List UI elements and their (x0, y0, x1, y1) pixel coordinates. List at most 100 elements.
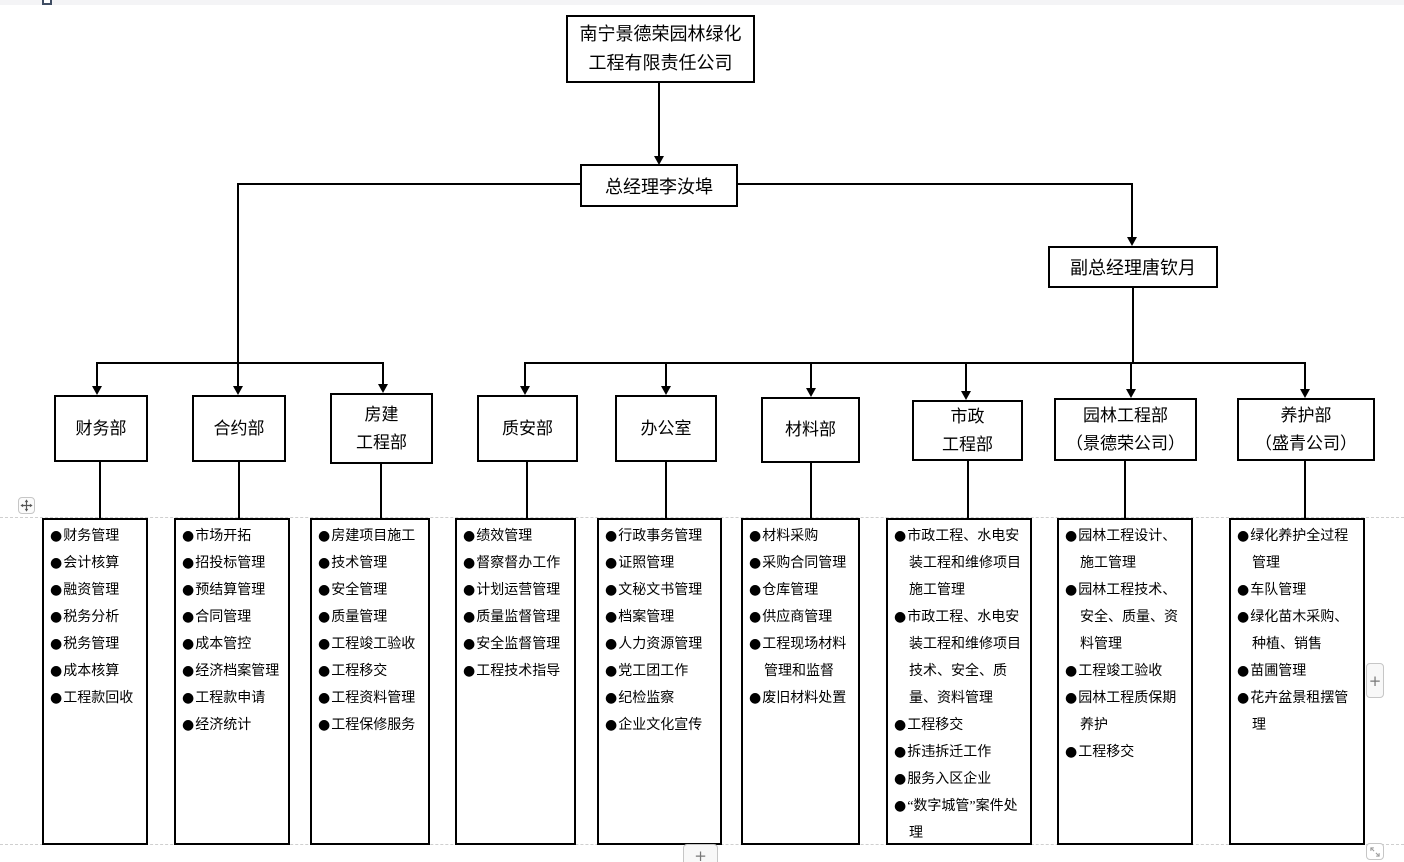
duty-text: 企业文化宣传 (618, 718, 703, 733)
bullet-icon: ● (1237, 690, 1250, 706)
duty-text: 督察督办工作 (476, 556, 561, 571)
connector-line (967, 461, 969, 519)
add-shape-bottom-button[interactable]: + (683, 844, 718, 862)
duty-text: 仓库管理 (762, 583, 819, 598)
connector-line (665, 362, 667, 388)
connector-line (238, 183, 580, 185)
company-node[interactable]: 南宁景德荣园林绿化 工程有限责任公司 (566, 15, 755, 83)
duty-list-municipal-engineering[interactable]: ●市政工程、水电安装工程和维修项目施工管理●市政工程、水电安装工程和维修项目技术… (886, 518, 1032, 845)
duty-list-materials[interactable]: ●材料采购●采购合同管理●仓库管理●供应商管理●工程现场材料管理和监督●废旧材料… (741, 518, 860, 845)
dept-node-maintenance[interactable]: 养护部 （盛青公司） (1237, 398, 1375, 461)
duty-list-housing-engineering[interactable]: ●房建项目施工●技术管理●安全管理●质量管理●工程竣工验收●工程移交●工程资料管… (310, 518, 430, 845)
duty-text: 工程技术指导 (476, 664, 561, 679)
duty-item: ●采购合同管理 (749, 550, 856, 577)
general-manager-node[interactable]: 总经理李汝埠 (580, 164, 738, 207)
resize-handle-button[interactable] (1366, 843, 1384, 860)
connector-line (237, 183, 239, 388)
duty-text: 车队管理 (1250, 583, 1307, 598)
duty-item: ●纪检监察 (605, 685, 718, 712)
bullet-icon: ● (463, 636, 476, 652)
duty-text: 绿化养护全过程管理 (1250, 529, 1349, 571)
dept-name: 房建 工程部 (356, 404, 407, 452)
duty-list-landscape-engineering[interactable]: ●园林工程设计、施工管理●园林工程技术、安全、质量、资料管理●工程竣工验收●园林… (1057, 518, 1193, 845)
duty-text: 会计核算 (63, 556, 120, 571)
bullet-icon: ● (749, 609, 762, 625)
selection-handle-icon[interactable] (42, 0, 52, 5)
duty-item: ●绿化养护全过程管理 (1237, 523, 1361, 577)
duty-text: 融资管理 (63, 583, 120, 598)
bullet-icon: ● (182, 663, 195, 679)
duty-list-contract[interactable]: ●市场开拓●招投标管理●预结算管理●合同管理●成本管控●经济档案管理●工程款申请… (174, 518, 290, 845)
duty-item: ●拆违拆迁工作 (894, 739, 1028, 766)
duty-item: ●园林工程技术、安全、质量、资料管理 (1065, 577, 1189, 658)
deputy-general-manager-node[interactable]: 副总经理唐钦月 (1048, 246, 1218, 288)
duty-item: ●档案管理 (605, 604, 718, 631)
duty-list-office[interactable]: ●行政事务管理●证照管理●文秘文书管理●档案管理●人力资源管理●党工团工作●纪检… (597, 518, 722, 845)
plus-icon: + (694, 847, 707, 862)
duty-text: 绩效管理 (476, 529, 533, 544)
bullet-icon: ● (50, 582, 63, 598)
move-handle-button[interactable] (18, 497, 35, 514)
duty-item: ●材料采购 (749, 523, 856, 550)
duty-text: 采购合同管理 (762, 556, 847, 571)
bullet-icon: ● (749, 528, 762, 544)
duty-item: ●工程技术指导 (463, 658, 572, 685)
add-shape-right-button[interactable]: + (1366, 663, 1384, 698)
duty-list-quality-safety[interactable]: ●绩效管理●督察督办工作●计划运营管理●质量监督管理●安全监督管理●工程技术指导 (455, 518, 576, 845)
duty-item: ●工程移交 (318, 658, 426, 685)
dept-node-housing-engineering[interactable]: 房建 工程部 (330, 393, 433, 464)
dept-name: 材料部 (785, 420, 836, 439)
duty-text: 人力资源管理 (618, 637, 703, 652)
bullet-icon: ● (318, 555, 331, 571)
duty-text: 文秘文书管理 (618, 583, 703, 598)
duty-item: ●房建项目施工 (318, 523, 426, 550)
duty-item: ●财务管理 (50, 523, 144, 550)
dept-node-office[interactable]: 办公室 (615, 395, 717, 462)
duty-text: 纪检监察 (618, 691, 675, 706)
dept-name: 质安部 (502, 418, 553, 438)
duty-text: 档案管理 (618, 610, 675, 625)
duty-item: ●成本管控 (182, 631, 286, 658)
bullet-icon: ● (1237, 528, 1250, 544)
duty-text: 成本核算 (63, 664, 120, 679)
bullet-icon: ● (894, 609, 907, 625)
connector-line (1304, 362, 1306, 390)
duty-item: ●苗圃管理 (1237, 658, 1361, 685)
dept-node-quality-safety[interactable]: 质安部 (477, 395, 578, 462)
duty-text: 工程资料管理 (331, 691, 416, 706)
bullet-icon: ● (1237, 582, 1250, 598)
duty-text: 绿化苗木采购、种植、销售 (1250, 610, 1349, 652)
duty-item: ●车队管理 (1237, 577, 1361, 604)
bullet-icon: ● (1065, 528, 1078, 544)
duty-text: 计划运营管理 (476, 583, 561, 598)
bullet-icon: ● (182, 555, 195, 571)
dept-node-materials[interactable]: 材料部 (761, 397, 860, 463)
deputy-general-manager-title: 副总经理唐钦月 (1070, 258, 1196, 278)
bullet-icon: ● (749, 555, 762, 571)
bullet-icon: ● (318, 717, 331, 733)
dept-node-landscape-engineering[interactable]: 园林工程部 （景德荣公司） (1054, 398, 1197, 461)
duty-text: 税务管理 (63, 637, 120, 652)
duty-text: 工程移交 (1078, 745, 1135, 760)
duty-text: 工程竣工验收 (1078, 664, 1163, 679)
duty-item: ●计划运营管理 (463, 577, 572, 604)
duty-text: 花卉盆景租摆管理 (1250, 691, 1349, 733)
duty-item: ●工程移交 (1065, 739, 1189, 766)
general-manager-title: 总经理李汝埠 (605, 176, 713, 197)
duty-item: ●融资管理 (50, 577, 144, 604)
duty-text: 质量监督管理 (476, 610, 561, 625)
connector-line (524, 362, 526, 388)
dept-node-contract[interactable]: 合约部 (192, 395, 286, 462)
duty-list-finance[interactable]: ●财务管理●会计核算●融资管理●税务分析●税务管理●成本核算●工程款回收 (42, 518, 148, 845)
arrowhead-icon (961, 391, 971, 400)
bullet-icon: ● (1065, 690, 1078, 706)
duty-item: ●市政工程、水电安装工程和维修项目施工管理 (894, 523, 1028, 604)
dept-node-finance[interactable]: 财务部 (54, 395, 148, 462)
dept-node-municipal-engineering[interactable]: 市政 工程部 (912, 400, 1023, 461)
connector-line (96, 362, 98, 388)
duty-item: ●税务分析 (50, 604, 144, 631)
duty-item: ●工程竣工验收 (318, 631, 426, 658)
connector-line (1131, 183, 1133, 239)
duty-list-maintenance[interactable]: ●绿化养护全过程管理●车队管理●绿化苗木采购、种植、销售●苗圃管理●花卉盆景租摆… (1229, 518, 1365, 845)
duty-item: ●成本核算 (50, 658, 144, 685)
